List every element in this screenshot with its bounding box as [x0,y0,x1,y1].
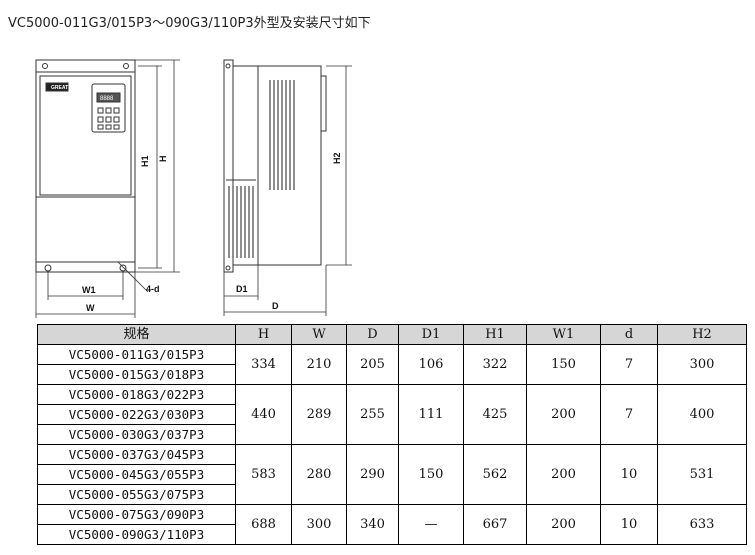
value-hole-d: 10 [600,504,658,545]
value-d: 205 [346,344,399,385]
value-d1: — [398,504,464,545]
value-w1: 150 [526,344,601,385]
value-hole-d: 7 [600,384,658,445]
value-d: 290 [346,444,399,505]
value-hole-d: 7 [600,344,658,385]
side-vents-upper [269,80,295,190]
label-h: H [158,156,168,163]
model-cell: VC5000-022G3/030P3 [37,404,236,425]
value-h: 583 [235,444,292,505]
keypad-icon [91,83,126,133]
spec-table: 规格 H W D D1 H1 W1 d H2 VC5000-011G3/015P… [37,324,747,545]
header-d1: D1 [398,324,464,345]
brand-logo: GREAT [51,85,68,91]
dimension-drawing: GREAT 8888 H1 H W1 4-d W [35,59,352,318]
value-d: 340 [346,504,399,545]
label-d: D [272,301,279,311]
header-w1: W1 [526,324,601,345]
label-h1: H1 [140,155,150,167]
value-d: 255 [346,384,399,445]
header-spec: 规格 [37,324,236,345]
value-w: 280 [291,444,347,505]
model-cell: VC5000-018G3/022P3 [37,384,236,405]
table-row: VC5000-030G3/037P3 [37,424,747,445]
model-cell: VC5000-045G3/055P3 [37,464,236,485]
label-d1: D1 [236,284,248,294]
model-cell: VC5000-055G3/075P3 [37,484,236,505]
value-w1: 200 [526,444,601,505]
value-w: 300 [291,504,347,545]
header-h2: H2 [657,324,747,345]
value-hole-d: 10 [600,444,658,505]
value-h1: 562 [463,444,527,505]
table-row: VC5000-045G3/055P3 [37,464,747,485]
value-h: 334 [235,344,292,385]
value-w1: 200 [526,504,601,545]
front-dimensions [35,59,180,318]
table-row: VC5000-022G3/030P3 [37,404,747,425]
table-row: VC5000-018G3/022P3 440 289 255 111 425 2… [37,384,747,445]
label-hole: 4-d [146,284,160,294]
header-hole-d: d [600,324,658,345]
label-h2: H2 [332,152,342,164]
value-h1: 667 [463,504,527,545]
label-w: W [86,303,95,313]
label-w1: W1 [82,285,96,295]
value-h2: 300 [657,344,747,385]
value-d1: 150 [398,444,464,505]
value-w: 210 [291,344,347,385]
table-row: VC5000-037G3/045P3 583 280 290 150 562 2… [37,444,747,505]
value-h: 440 [235,384,292,445]
header-h1: H1 [463,324,527,345]
model-cell: VC5000-037G3/045P3 [37,444,236,465]
table-row: VC5000-075G3/090P3 688 300 340 — 667 200… [37,504,747,545]
table-header-row: 规格 H W D D1 H1 W1 d H2 [37,324,747,345]
table-row: VC5000-090G3/110P3 [37,524,747,545]
side-dimensions [223,65,352,316]
table-row: VC5000-011G3/015P3 334 210 205 106 322 1… [37,344,747,385]
value-d1: 111 [398,384,464,445]
value-h2: 633 [657,504,747,545]
value-h2: 531 [657,444,747,505]
page-title: VC5000-011G3/015P3～090G3/110P3外型及安装尺寸如下 [8,16,371,31]
model-cell: VC5000-030G3/037P3 [37,424,236,445]
value-d1: 106 [398,344,464,385]
table-row: VC5000-055G3/075P3 [37,484,747,505]
model-cell: VC5000-015G3/018P3 [37,364,236,385]
value-h1: 322 [463,344,527,385]
value-h2: 400 [657,384,747,445]
value-w1: 200 [526,384,601,445]
header-d: D [346,324,399,345]
value-h: 688 [235,504,292,545]
value-w: 289 [291,384,347,445]
model-cell: VC5000-075G3/090P3 [37,504,236,525]
header-h: H [235,324,292,345]
model-cell: VC5000-011G3/015P3 [37,344,236,365]
model-cell: VC5000-090G3/110P3 [37,524,236,545]
value-h1: 425 [463,384,527,445]
front-view [35,59,136,273]
side-vents-lower [228,186,254,258]
header-w: W [291,324,347,345]
keypad-display: 8888 [100,96,114,102]
side-view [223,59,327,273]
